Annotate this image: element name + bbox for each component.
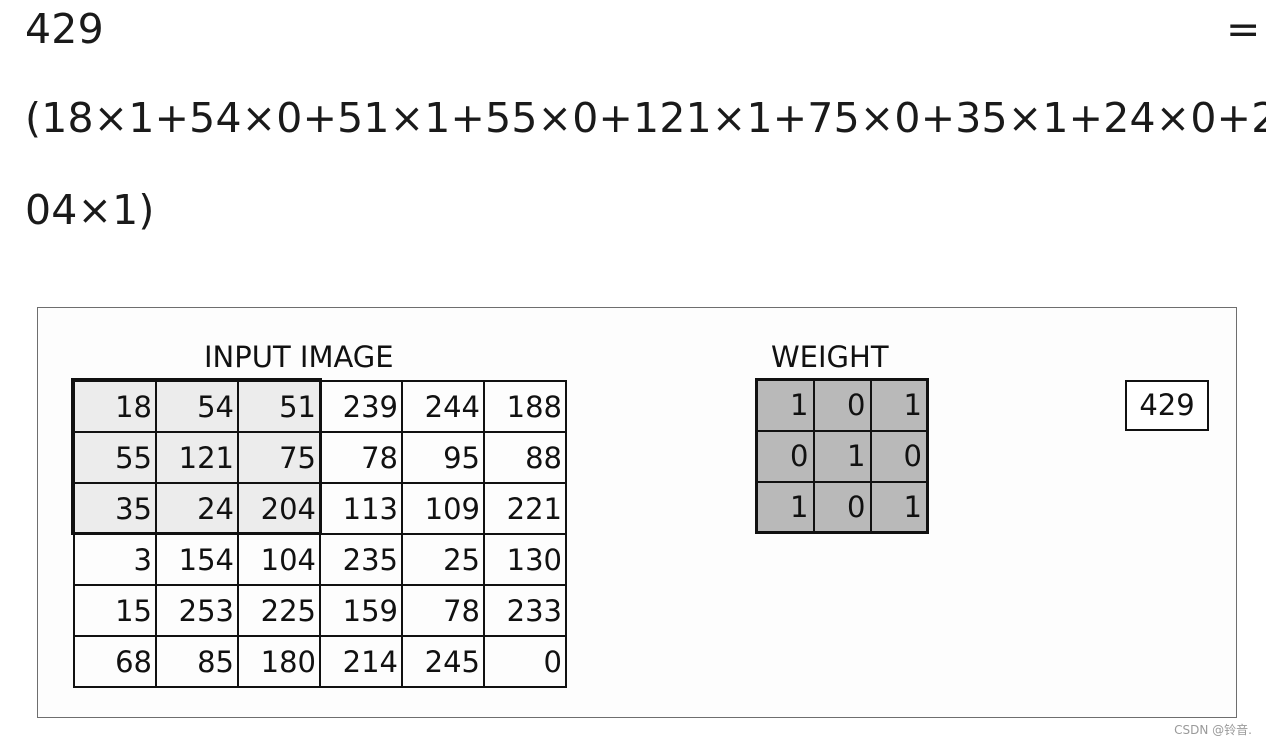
weight-cell: 1 <box>812 429 872 483</box>
weight-title: WEIGHT <box>771 340 889 374</box>
weight-cell: 0 <box>869 429 929 483</box>
input-image-cell: 159 <box>319 584 403 637</box>
input-image-cell: 0 <box>483 635 567 688</box>
input-image-cell: 244 <box>401 380 485 433</box>
input-image-cell: 104 <box>237 533 321 586</box>
input-image-cell: 154 <box>155 533 239 586</box>
input-image-cell: 233 <box>483 584 567 637</box>
input-image-cell: 75 <box>237 431 321 484</box>
weight-cell: 0 <box>812 378 872 432</box>
weight-cell: 1 <box>869 480 929 534</box>
input-image-cell: 225 <box>237 584 321 637</box>
input-image-cell: 180 <box>237 635 321 688</box>
input-image-cell: 109 <box>401 482 485 535</box>
equation-equals-sign: = <box>1226 5 1261 53</box>
equation-expression-line-2: 04×1) <box>25 186 155 234</box>
input-image-cell: 25 <box>401 533 485 586</box>
input-image-cell: 204 <box>237 482 321 535</box>
input-image-cell: 221 <box>483 482 567 535</box>
input-image-cell: 88 <box>483 431 567 484</box>
input-image-cell: 239 <box>319 380 403 433</box>
input-image-cell: 214 <box>319 635 403 688</box>
weight-cell: 1 <box>869 378 929 432</box>
input-image-cell: 113 <box>319 482 403 535</box>
input-image-cell: 55 <box>73 431 157 484</box>
input-image-cell: 54 <box>155 380 239 433</box>
watermark: CSDN @铃音. <box>1174 723 1252 737</box>
input-image-cell: 188 <box>483 380 567 433</box>
input-image-cell: 24 <box>155 482 239 535</box>
input-image-cell: 15 <box>73 584 157 637</box>
input-image-cell: 68 <box>73 635 157 688</box>
input-image-cell: 51 <box>237 380 321 433</box>
input-image-title: INPUT IMAGE <box>204 340 394 374</box>
input-image-cell: 95 <box>401 431 485 484</box>
output-value-box: 429 <box>1125 380 1209 431</box>
input-image-cell: 130 <box>483 533 567 586</box>
weight-cell: 0 <box>755 429 815 483</box>
input-image-cell: 78 <box>319 431 403 484</box>
input-image-cell: 35 <box>73 482 157 535</box>
input-image-cell: 18 <box>73 380 157 433</box>
input-image-cell: 245 <box>401 635 485 688</box>
input-image-cell: 121 <box>155 431 239 484</box>
weight-cell: 1 <box>755 378 815 432</box>
equation-expression-line-1: (18×1+54×0+51×1+55×0+121×1+75×0+35×1+24×… <box>25 94 1266 142</box>
input-image-cell: 85 <box>155 635 239 688</box>
input-image-cell: 3 <box>73 533 157 586</box>
weight-cell: 0 <box>812 480 872 534</box>
weight-cell: 1 <box>755 480 815 534</box>
input-image-cell: 78 <box>401 584 485 637</box>
input-image-cell: 235 <box>319 533 403 586</box>
input-image-cell: 253 <box>155 584 239 637</box>
equation-result: 429 <box>25 5 104 53</box>
